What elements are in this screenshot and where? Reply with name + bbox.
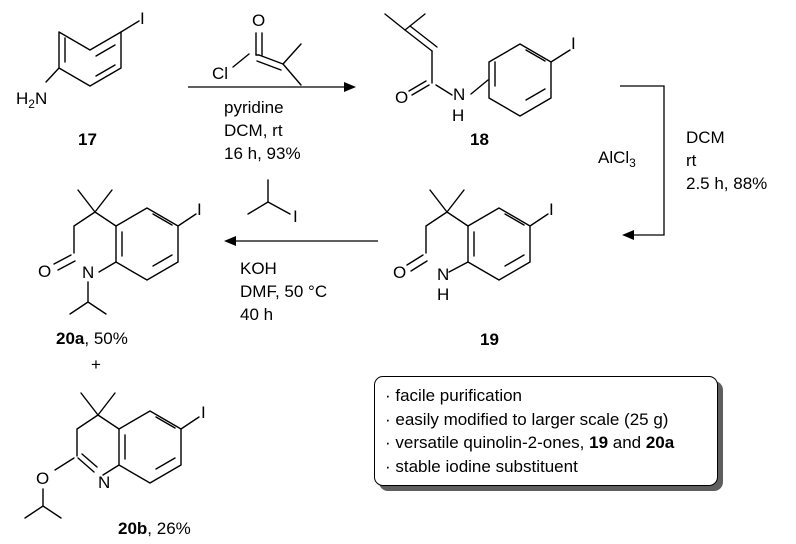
atom-hydrogen: H bbox=[452, 106, 464, 125]
compound-18-label: 18 bbox=[470, 130, 489, 149]
atom-iodine: I bbox=[201, 403, 206, 422]
step2-solvent: DCM bbox=[686, 128, 725, 147]
atom-oxygen: O bbox=[252, 11, 265, 30]
atom-iodine: I bbox=[197, 200, 202, 219]
compound-19-label: 19 bbox=[480, 330, 499, 349]
step1-reagent: pyridine bbox=[224, 98, 284, 117]
compound-18-structure: O N H I bbox=[384, 13, 576, 125]
features-box: · facile purification · easily modified … bbox=[374, 376, 718, 486]
atom-iodine: I bbox=[549, 200, 554, 219]
acyl-chloride-structure: O Cl bbox=[212, 11, 302, 86]
reaction-arrow-3 bbox=[224, 236, 378, 246]
step3-time: 40 h bbox=[240, 305, 273, 324]
atom-oxygen: O bbox=[393, 263, 406, 282]
iodopropane-structure: I bbox=[247, 179, 298, 226]
atom-iodine: I bbox=[293, 207, 298, 226]
step1-time-yield: 16 h, 93% bbox=[224, 144, 301, 163]
feature-item: · easily modified to larger scale (25 g) bbox=[385, 409, 669, 429]
atom-nitrogen: N bbox=[453, 85, 465, 104]
compound-20b-label: 20b, 26% bbox=[118, 519, 191, 538]
compound-19-structure: I O N H bbox=[393, 189, 554, 304]
reaction-arrow-1 bbox=[188, 82, 356, 92]
feature-item: · facile purification bbox=[385, 386, 523, 405]
step3-base: KOH bbox=[240, 259, 277, 278]
atom-oxygen: O bbox=[36, 469, 49, 488]
plus-sign: + bbox=[91, 355, 101, 374]
reaction-arrow-2 bbox=[620, 85, 665, 240]
atom-oxygen: O bbox=[38, 262, 51, 281]
step2-reagent: AlCl3 bbox=[598, 148, 636, 170]
compound-20a-label: 20a, 50% bbox=[56, 329, 128, 348]
step2-temp: rt bbox=[686, 151, 697, 170]
step2-time-yield: 2.5 h, 88% bbox=[686, 174, 767, 193]
compound-20b-structure: I N O bbox=[24, 392, 206, 519]
atom-nitrogen: N bbox=[437, 265, 449, 284]
compound-17-label: 17 bbox=[78, 130, 97, 149]
atom-iodine: I bbox=[140, 9, 145, 28]
atom-h2n: H2N bbox=[16, 89, 47, 111]
step1-solvent: DCM, rt bbox=[224, 121, 283, 140]
compound-20a-structure: I O N bbox=[38, 189, 202, 315]
atom-nitrogen: N bbox=[98, 473, 110, 492]
feature-item: · stable iodine substituent bbox=[385, 456, 578, 476]
atom-nitrogen: N bbox=[82, 263, 94, 282]
compound-17-structure: I H2N bbox=[16, 9, 145, 111]
atom-iodine: I bbox=[571, 34, 576, 53]
step3-solvent: DMF, 50 °C bbox=[240, 282, 327, 301]
atom-hydrogen: H bbox=[437, 285, 449, 304]
atom-oxygen: O bbox=[395, 88, 408, 107]
atom-chlorine: Cl bbox=[212, 64, 228, 83]
feature-item: · versatile quinolin-2-ones, 19 and 20a bbox=[385, 433, 675, 452]
